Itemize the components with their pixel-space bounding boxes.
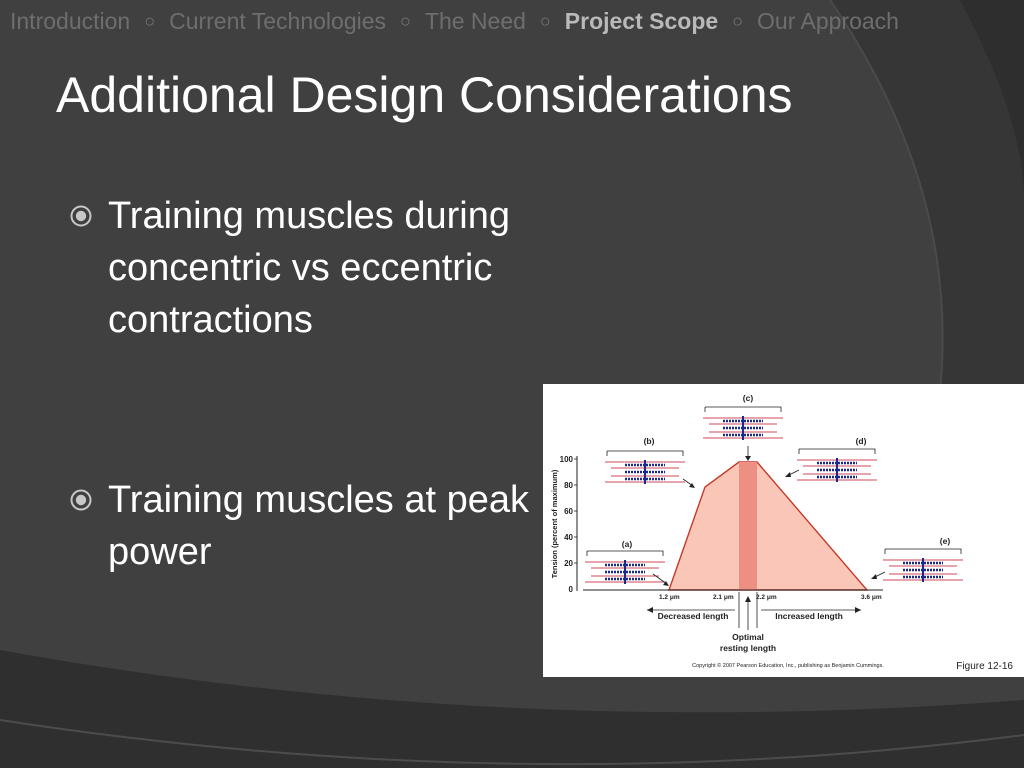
decreased-length-label: Decreased length — [658, 611, 729, 621]
y-tick-label: 60 — [564, 507, 573, 516]
bullet-icon — [70, 205, 92, 227]
x-tick-label: 1.2 μm — [659, 594, 680, 601]
y-axis-label: Tension (percent of maximum) — [550, 469, 559, 578]
sarcomere-e: (e) — [871, 536, 965, 584]
x-tick-label: 2.2 μm — [756, 594, 777, 601]
optimal-label: Optimal — [732, 632, 764, 642]
length-tension-diagram: Tension (percent of maximum) 100 80 60 4… — [550, 393, 1013, 672]
nav-separator: ○ — [732, 10, 744, 31]
nav-separator: ○ — [400, 10, 411, 31]
x-tick-label: 3.6 μm — [861, 594, 882, 601]
bullet-icon — [70, 489, 92, 511]
nav-separator: ○ — [539, 10, 551, 31]
svg-text:(e): (e) — [940, 536, 951, 546]
nav-separator: ○ — [144, 10, 156, 31]
bullet-text: Training muscles during concentric vs ec… — [108, 195, 510, 341]
optimal-band — [739, 462, 757, 590]
y-tick-label: 40 — [564, 533, 573, 542]
y-tick-label: 80 — [564, 481, 573, 490]
y-tick-label: 0 — [569, 585, 574, 594]
sarcomere-d: (d) — [785, 436, 879, 484]
bullet-item: Training muscles during concentric vs ec… — [66, 190, 536, 346]
nav-item-the-need[interactable]: The Need — [424, 7, 526, 34]
length-tension-figure: Tension (percent of maximum) 100 80 60 4… — [543, 384, 1024, 677]
section-navigation: Introduction ○ Current Technologies ○ Th… — [10, 6, 1014, 36]
resting-length-label: resting length — [720, 643, 776, 653]
svg-text:(a): (a) — [622, 539, 633, 549]
nav-item-our-approach[interactable]: Our Approach — [757, 7, 899, 34]
svg-text:(c): (c) — [743, 393, 754, 403]
slide-title: Additional Design Considerations — [56, 67, 793, 123]
x-tick-label: 2.1 μm — [713, 594, 734, 601]
sarcomere-c: (c) — [701, 393, 785, 461]
bullet-item: Training muscles at peak power — [66, 474, 536, 578]
bullet-text: Training muscles at peak power — [108, 479, 530, 573]
y-tick-label: 100 — [560, 455, 574, 464]
nav-item-project-scope[interactable]: Project Scope — [564, 7, 719, 34]
copyright-note: Copyright © 2007 Pearson Education, Inc.… — [692, 662, 884, 669]
sarcomere-b: (b) — [603, 436, 695, 488]
svg-text:(d): (d) — [856, 436, 867, 446]
increased-length-label: Increased length — [775, 611, 843, 621]
svg-text:(b): (b) — [644, 436, 655, 446]
nav-item-current-technologies[interactable]: Current Technologies — [169, 7, 387, 34]
sarcomere-a: (a) — [583, 539, 669, 586]
figure-number: Figure 12-16 — [956, 661, 1013, 672]
nav-item-introduction[interactable]: Introduction — [10, 7, 131, 34]
y-tick-label: 20 — [564, 559, 573, 568]
